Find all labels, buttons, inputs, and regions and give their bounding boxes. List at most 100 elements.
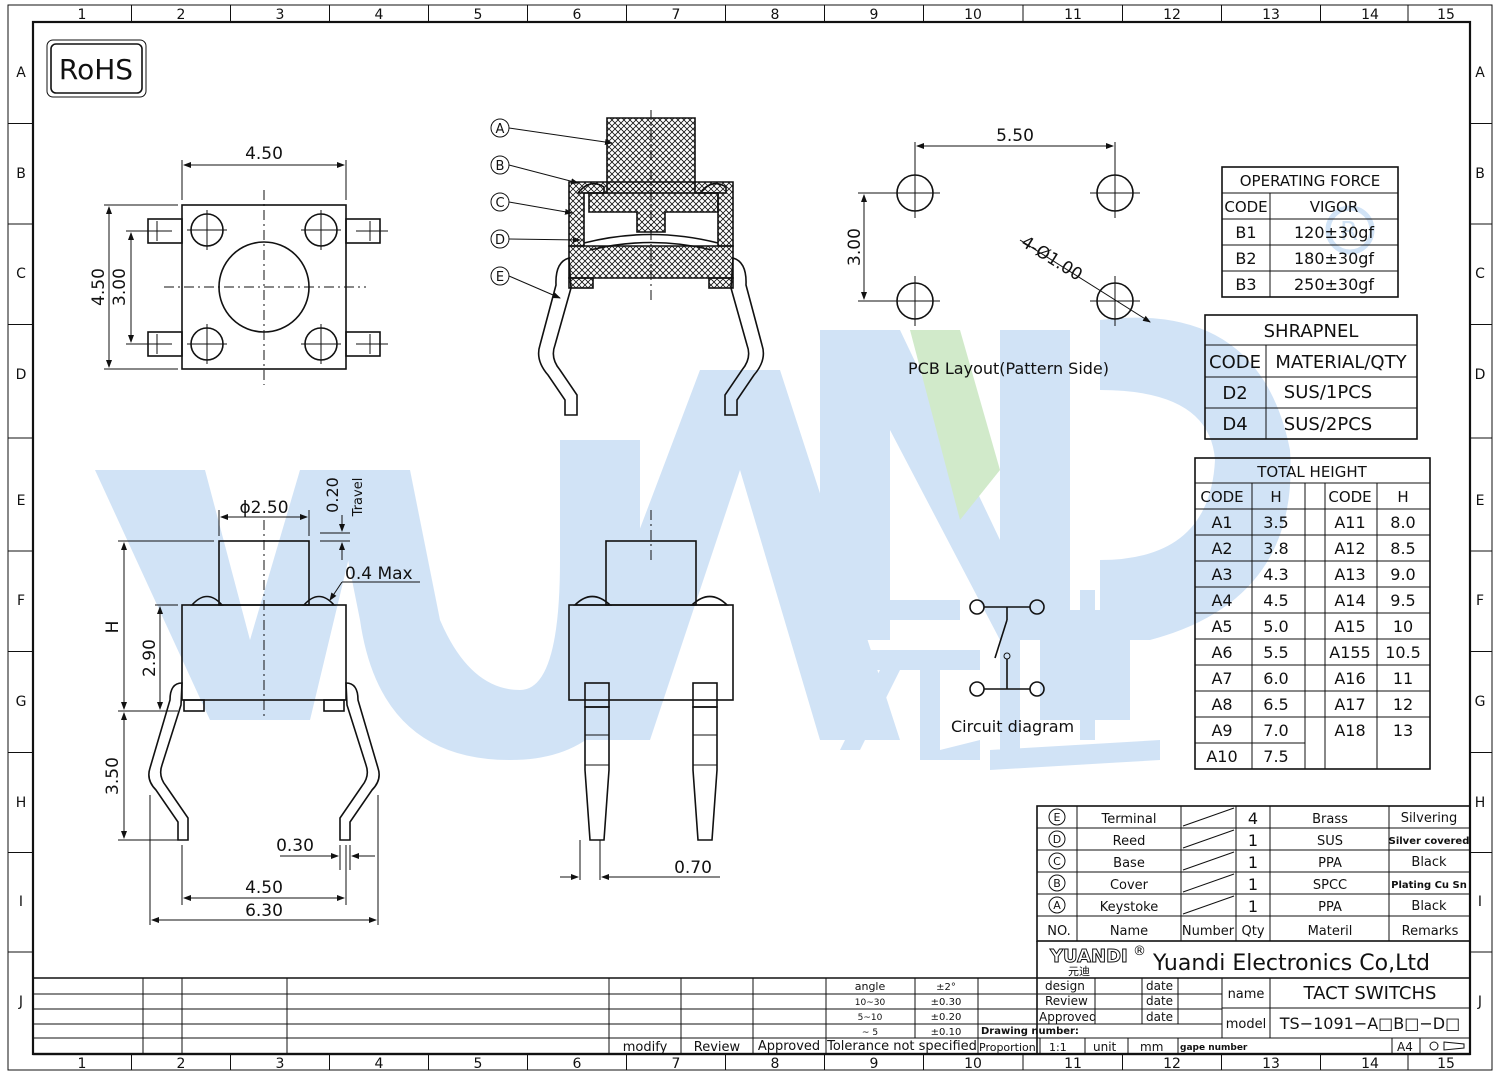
column-number: 6 [573,1056,582,1072]
column-number: 15 [1437,7,1455,23]
bom-remark: Black [1411,899,1447,914]
tol-cell: ±0.10 [931,1027,962,1038]
max-label: 0.4 Max [345,564,413,584]
bom-header: Remarks [1402,924,1459,939]
column-number: 9 [870,7,879,23]
proportion-value: 1:1 [1049,1041,1067,1054]
column-number: 13 [1262,7,1280,23]
bom-material: Brass [1312,812,1348,827]
callout-c: C [490,192,573,215]
row-letter: G [1475,694,1486,710]
row-letter: J [1477,994,1482,1010]
column-number: 11 [1064,7,1082,23]
proportion-label: Proportion [979,1041,1036,1054]
callout-e: E [490,266,561,299]
tol-cell: ~ 5 [862,1028,878,1038]
of-cell: B3 [1235,275,1256,294]
logo-reg: ® [1133,944,1146,959]
tol-cell: ±0.20 [931,1012,962,1023]
top-view: 4.50 4.50 3.00 [89,144,388,385]
top-height-outer-dim: 4.50 [89,268,109,306]
approved-label: Approved [1039,1010,1097,1024]
bom-name: Reed [1113,834,1146,849]
row-letter: C [16,266,26,282]
tol-cell: 10~30 [855,998,886,1008]
th-cell: A13 [1334,565,1365,584]
th-header: CODE [1200,488,1243,506]
row-letter: H [1475,795,1486,811]
modify-label: modify [623,1040,668,1055]
row-letter: D [1475,367,1486,383]
sh-cell: SUS/2PCS [1284,414,1372,435]
column-number: 12 [1163,1056,1181,1072]
th-cell: 10 [1393,617,1413,636]
title-block: YUANDI ® 元迪 Yuandi Electronics Co,Ltd de… [33,941,1470,1055]
th-cell: A11 [1334,513,1365,532]
leg-length-dim: 3.50 [103,757,123,795]
th-cell: 7.5 [1263,747,1288,766]
svg-text:C: C [495,196,504,211]
column-number: 5 [474,7,483,23]
operating-force-table: OPERATING FORCE CODE VIGOR B1 120±30gf B… [1221,166,1399,298]
overall-width-dim: 6.30 [245,901,283,921]
th-title: TOTAL HEIGHT [1256,463,1367,481]
bom-name: Keystoke [1100,900,1158,915]
th-cell: 10.5 [1385,643,1421,662]
column-number: 12 [1163,7,1181,23]
th-cell: A12 [1334,539,1365,558]
th-cell: A18 [1334,721,1365,740]
svg-text:A: A [496,122,505,137]
bom-material: PPA [1318,900,1342,915]
bom-no: A [1053,899,1061,912]
rohs-badge: RoHS [46,39,147,98]
row-letter: B [1475,166,1485,182]
model-label: model [1226,1017,1266,1032]
column-number: 8 [771,7,780,23]
th-cell: 5.0 [1263,617,1288,636]
th-cell: 4.5 [1263,591,1288,610]
th-cell: 13 [1393,721,1413,740]
sh-title: SHRAPNEL [1264,321,1359,342]
th-cell: A5 [1211,617,1232,636]
front-view: 0.70 [560,510,734,880]
of-cell: B1 [1235,223,1256,242]
callout-a: A [490,118,613,145]
th-cell: A8 [1211,695,1232,714]
row-letter: J [18,994,23,1010]
th-cell: 5.5 [1263,643,1288,662]
th-cell: 9.5 [1390,591,1415,610]
column-number: 8 [771,1056,780,1072]
column-number: 3 [276,7,285,23]
gape-label: gape number [1180,1043,1248,1053]
tol-cell: angle [855,980,886,993]
column-number: 5 [474,1056,483,1072]
th-cell: 3.8 [1263,539,1288,558]
bom-material: SPCC [1313,878,1347,893]
row-letter: I [19,894,23,910]
column-number: 10 [964,1056,982,1072]
svg-text:E: E [496,270,504,285]
column-number: 14 [1361,7,1379,23]
th-cell: A155 [1329,643,1370,662]
design-label: design [1045,979,1085,993]
th-cell: A9 [1211,721,1232,740]
th-cell: 8.5 [1390,539,1415,558]
bom-name: Base [1113,856,1145,871]
h-label: H [103,621,123,634]
th-cell: A14 [1334,591,1365,610]
date-label: date [1146,979,1173,993]
bom-no: B [1053,877,1061,890]
bom-header: Name [1110,924,1148,939]
th-cell: 11 [1393,669,1413,688]
of-header-vigor: VIGOR [1310,198,1359,216]
column-number: 10 [964,7,982,23]
column-number: 14 [1361,1056,1379,1072]
of-title: OPERATING FORCE [1240,172,1381,190]
tol-cell: ±0.30 [931,997,962,1008]
